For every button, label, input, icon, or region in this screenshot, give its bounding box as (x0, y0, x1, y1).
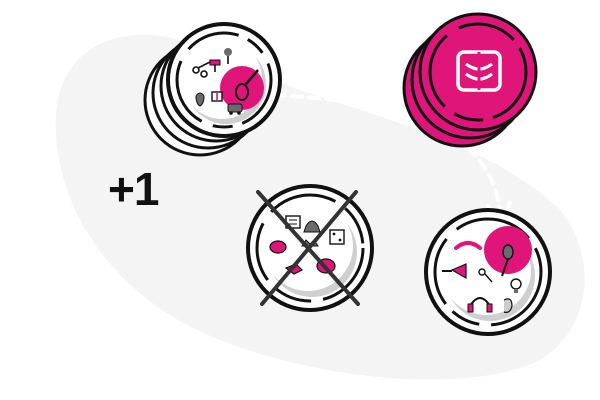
bell-icon (303, 220, 321, 233)
ear-icon (503, 298, 513, 313)
cross-mark (256, 190, 360, 306)
lollipop-icon (224, 48, 232, 64)
dice-icon (329, 229, 345, 245)
lightbulb-icon (510, 278, 522, 293)
mask-logo-icon (456, 50, 502, 92)
trumpet-icon (442, 263, 467, 280)
gift-icon (211, 91, 223, 102)
card-stack-with-symbols[interactable] (143, 22, 282, 157)
plus-one-counter: +1 (108, 163, 159, 215)
brush-icon (209, 59, 221, 72)
key-icon (478, 268, 493, 283)
guitar-icon (235, 69, 259, 101)
microphone-icon (501, 244, 514, 277)
scissors-icon (192, 61, 211, 78)
palette-icon (269, 240, 287, 254)
target-card-with-symbols[interactable] (424, 208, 552, 336)
pink-token-stack[interactable] (402, 12, 538, 148)
boomerang-icon (454, 241, 482, 250)
headphones-icon (467, 297, 493, 313)
train-icon (227, 103, 243, 115)
crossed-out-card[interactable] (246, 184, 374, 312)
tooth-icon (195, 92, 205, 107)
